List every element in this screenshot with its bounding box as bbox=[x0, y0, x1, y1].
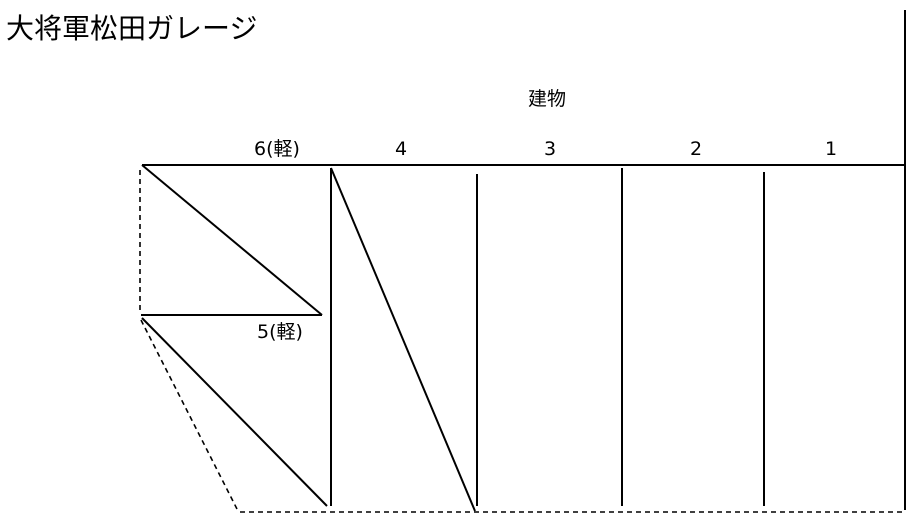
space-label-1: 1 bbox=[825, 138, 838, 160]
space-6-diagonal bbox=[141, 164, 323, 316]
space-label-3: 3 bbox=[544, 138, 557, 160]
space-label-6: 6(軽) bbox=[254, 138, 300, 160]
dashed-slant-boundary bbox=[140, 319, 239, 512]
space-label-2: 2 bbox=[690, 138, 703, 160]
space-5-diagonal bbox=[141, 317, 328, 507]
space-label-4: 4 bbox=[395, 138, 408, 160]
page-title: 大将軍松田ガレージ bbox=[6, 12, 258, 45]
building-label: 建物 bbox=[528, 88, 567, 110]
space-label-5: 5(軽) bbox=[257, 321, 303, 343]
space-4-diagonal bbox=[330, 167, 476, 512]
